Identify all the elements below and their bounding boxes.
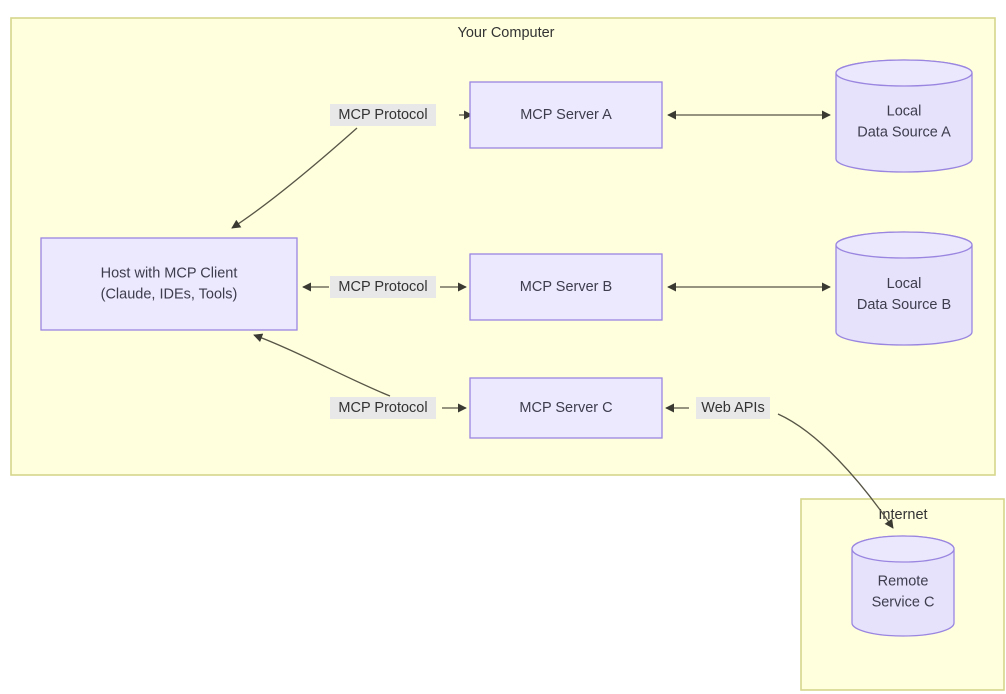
container-internet: Internet [800, 498, 1005, 691]
edge-label-text: MCP Protocol [338, 400, 427, 416]
cylinder-top [835, 231, 973, 259]
container-boundary [800, 498, 1005, 691]
edge-label-background [330, 104, 436, 126]
edge-label-background [330, 276, 436, 298]
node-host[interactable]: Host with MCP Client(Claude, IDEs, Tools… [40, 237, 298, 331]
node-label: MCP Server A [520, 107, 612, 123]
edge-label-text: MCP Protocol [338, 107, 427, 123]
node-server-a[interactable]: MCP Server A [469, 81, 663, 149]
edge-curve [231, 127, 358, 229]
container-title: Your Computer [458, 25, 555, 41]
edges-layer [231, 110, 894, 529]
edge-remote-c-server-c[interactable] [665, 403, 894, 529]
node-box [469, 81, 663, 149]
edge-curve [253, 333, 391, 397]
edge-label-text: MCP Protocol [338, 279, 427, 295]
cylinder-top [851, 535, 955, 563]
edge-curve [777, 413, 894, 529]
node-server-c[interactable]: MCP Server C [469, 377, 663, 439]
edge-remote-c-server-c-label: Web APIs [696, 397, 770, 419]
node-box [469, 377, 663, 439]
node-box [469, 253, 663, 321]
node-label: Host with MCP Client(Claude, IDEs, Tools… [101, 265, 238, 302]
node-label: MCP Server B [520, 279, 612, 295]
edge-host-server-a-label: MCP Protocol [330, 104, 436, 126]
edge-label-background [696, 397, 770, 419]
container-title: Internet [878, 507, 927, 523]
edge-label-text: Web APIs [701, 400, 764, 416]
node-label: MCP Server C [519, 400, 612, 416]
edge-label-background [330, 397, 436, 419]
edge-host-server-c[interactable] [253, 333, 467, 413]
node-server-b[interactable]: MCP Server B [469, 253, 663, 321]
nodes-layer: Host with MCP Client(Claude, IDEs, Tools… [40, 59, 973, 637]
edge-host-server-c-label: MCP Protocol [330, 397, 436, 419]
edge-host-server-b-label: MCP Protocol [330, 276, 436, 298]
cylinder-top [835, 59, 973, 87]
node-box [40, 237, 298, 331]
